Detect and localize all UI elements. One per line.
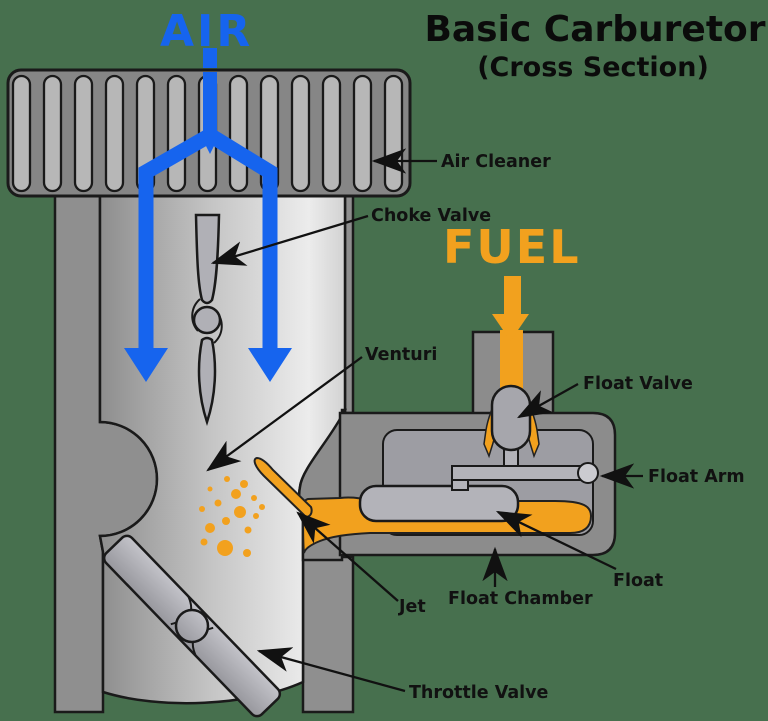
svg-text:Venturi: Venturi [365,345,437,365]
air-intake-flow [138,48,278,199]
label-jet: Jet [296,511,426,617]
label-choke-valve: Choke Valve [210,206,491,266]
float-shape [358,484,520,523]
tube-right-wall-lower [301,555,355,714]
label-throttle-valve: Throttle Valve [256,647,549,703]
fuel-flow-label: FUEL [443,220,581,274]
svg-text:Throttle Valve: Throttle Valve [409,683,549,703]
air-cleaner-housing [6,48,412,199]
svg-text:Float Chamber: Float Chamber [448,589,593,609]
fuel-droplets [199,476,265,557]
jet-and-spray [199,456,313,557]
label-venturi: Venturi [206,345,437,472]
label-float-valve: Float Valve [516,374,693,419]
float-valve-shape [490,384,532,452]
fuel-flow-arrow [492,276,529,341]
svg-text:Jet: Jet [398,597,426,617]
label-float-arm: Float Arm [599,463,745,489]
air-flow-label: AIR [160,6,253,57]
label-float: Float [495,510,663,591]
label-float-chamber: Float Chamber [448,546,593,609]
svg-text:Air Cleaner: Air Cleaner [441,152,551,172]
float-arm-pivot [577,462,599,484]
choke-valve-shape [191,213,223,426]
page-title: Basic Carburetor [424,9,765,50]
page-subtitle: (Cross Section) [477,52,709,83]
air-flow-arrows [124,196,292,382]
svg-text:Float Arm: Float Arm [648,467,745,487]
svg-text:Float Valve: Float Valve [583,374,693,394]
svg-text:Choke Valve: Choke Valve [371,206,491,226]
throttle-valve-shape [102,534,282,718]
float-arm-bar [451,465,591,481]
fuel-in-pipe [500,330,523,396]
svg-text:Float: Float [613,571,663,591]
label-air-cleaner: Air Cleaner [371,148,551,174]
